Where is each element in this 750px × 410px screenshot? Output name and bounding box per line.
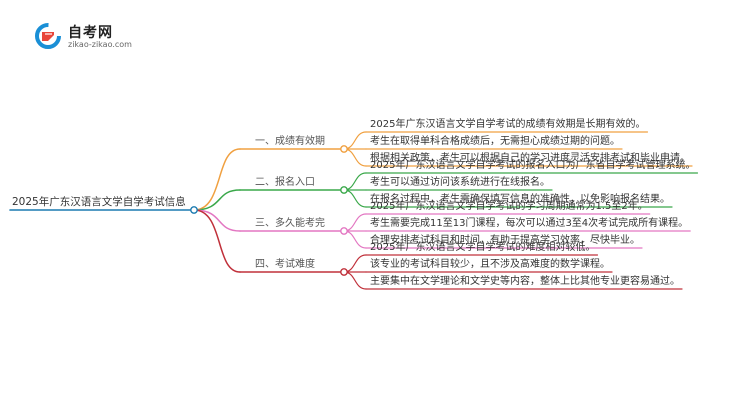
- leaf-connector: [343, 189, 367, 208]
- branch-node: 二、报名入口: [255, 177, 315, 188]
- leaf-connector: [343, 230, 367, 249]
- leaf-node: 该专业的考试科目较少，且不涉及高难度的数学课程。: [370, 259, 610, 270]
- leaf-node: 2025年广东汉语言文学自学考试的报名入口为广东省自学考试管理系统。: [370, 160, 696, 171]
- branch-connector: [193, 209, 241, 232]
- leaf-connector: [343, 213, 367, 232]
- leaf-connector: [343, 172, 367, 191]
- leaf-connector: [343, 131, 367, 150]
- root-node: 2025年广东汉语言文学自学考试信息: [12, 196, 186, 208]
- branch-connector: [193, 148, 241, 211]
- leaf-connector: [343, 271, 367, 290]
- branch-dot: [340, 145, 348, 153]
- leaf-node: 2025年广东汉语言文学自学考试的难度相对较低。: [370, 242, 596, 253]
- branch-dot: [340, 227, 348, 235]
- leaf-node: 考生在取得单科合格成绩后，无需担心成绩过期的问题。: [370, 136, 620, 147]
- leaf-node: 主要集中在文学理论和文学史等内容，整体上比其他专业更容易通过。: [370, 276, 680, 287]
- branch-dot: [340, 186, 348, 194]
- leaf-node: 合理安排考试科目和时间，有助于提高学习效率，尽快毕业。: [370, 235, 640, 246]
- root-dot: [190, 206, 198, 214]
- branch-dot: [340, 268, 348, 276]
- logo-subtitle: zikao-zikao.com: [68, 40, 132, 49]
- branch-node: 四、考试难度: [255, 259, 315, 270]
- branch-node: 一、成绩有效期: [255, 136, 325, 147]
- leaf-node: 考生需要完成11至13门课程，每次可以通过3至4次考试完成所有课程。: [370, 218, 689, 229]
- logo-title: 自考网: [68, 25, 113, 41]
- branch-connector: [193, 209, 241, 273]
- leaf-node: 根据相关政策，考生可以根据自己的学习进度灵活安排考试和毕业申请。: [370, 153, 690, 164]
- branch-connector: [193, 189, 241, 211]
- leaf-node: 2025年广东汉语言文学自学考试的学习周期通常为1.5至2年。: [370, 201, 648, 212]
- branch-node: 三、多久能考完: [255, 218, 325, 229]
- site-logo[interactable]: 自考网 zikao-zikao.com: [34, 22, 144, 52]
- leaf-node: 考生可以通过访问该系统进行在线报名。: [370, 177, 550, 188]
- leaf-node: 在报名过程中，考生需确保填写信息的准确性，以免影响报名结果。: [370, 194, 670, 205]
- leaf-connector: [343, 148, 367, 167]
- logo-icon: [35, 23, 61, 49]
- leaf-connector: [343, 254, 367, 273]
- leaf-node: 2025年广东汉语言文学自学考试的成绩有效期是长期有效的。: [370, 119, 646, 130]
